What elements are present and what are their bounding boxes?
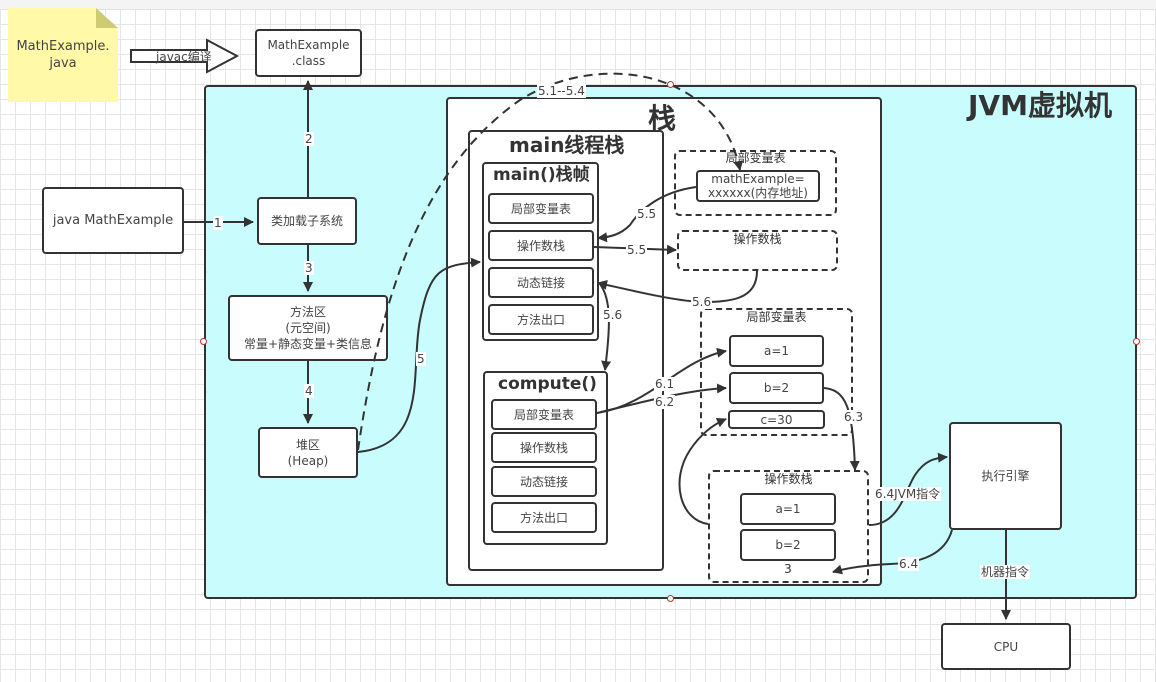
edge-label-5-5-b: 5.5: [626, 243, 648, 257]
note-line-2: java: [49, 56, 77, 71]
edge-label-6-4: 6.4: [898, 557, 920, 571]
main-frame-return[interactable]: 方法出口: [488, 304, 594, 335]
compute-local-b[interactable]: b=2: [729, 372, 824, 404]
compute-frame-locals-label: 局部变量表: [513, 407, 574, 422]
edge-label-6-3: 6.3: [843, 410, 865, 424]
compute-frame-operand-label: 操作数栈: [519, 440, 568, 455]
method-area-line-3: 常量+静态变量+类信息: [243, 337, 373, 351]
heap-box[interactable]: 堆区 (Heap): [258, 427, 358, 478]
class-loader-box[interactable]: 类加载子系统: [257, 197, 357, 245]
compute-local-a-label: a=1: [763, 344, 790, 358]
class-loader-label: 类加载子系统: [270, 214, 343, 228]
heap-line-2: (Heap): [287, 453, 329, 468]
class-file-line-2: .class: [291, 54, 326, 68]
operand-b-label: b=2: [775, 538, 801, 552]
main-operand-title: 操作数栈: [733, 232, 782, 246]
edge-label-3: 3: [304, 261, 314, 275]
compute-frame-return-label: 方法出口: [519, 510, 568, 525]
math-example-entry-line-2: xxxxxx(内存地址): [708, 186, 808, 200]
main-frame-locals-label: 局部变量表: [510, 201, 571, 216]
edge-label-6-2: 6.2: [654, 395, 676, 409]
resize-handle-bottom[interactable]: [667, 595, 674, 602]
method-area-line-2: (元空间): [285, 321, 331, 335]
edge-label-4: 4: [304, 384, 314, 398]
main-frame-locals[interactable]: 局部变量表: [488, 193, 594, 224]
edge-label-5: 5: [416, 352, 426, 366]
thread-stack-title: main线程栈: [509, 133, 625, 157]
edge-label-machine-instr: 机器指令: [980, 565, 1031, 579]
launcher-label: java MathExample: [52, 212, 174, 228]
main-frame-operand-label: 操作数栈: [516, 238, 565, 253]
class-file-box[interactable]: MathExample .class: [255, 29, 362, 77]
edge-label-6-4-jvm: 6.4JVM指令: [874, 487, 942, 501]
heap-line-1: 堆区: [295, 437, 320, 452]
edge-label-5-5-a: 5.5: [636, 207, 658, 221]
compute-frame-title: compute(): [498, 374, 597, 394]
execution-engine-label: 执行引擎: [981, 469, 1030, 483]
operand-b[interactable]: b=2: [740, 529, 836, 561]
compute-local-a[interactable]: a=1: [729, 335, 824, 367]
compile-arrow-label: javac编译: [156, 50, 212, 64]
canvas-top-bar: [0, 0, 1156, 10]
math-example-entry[interactable]: mathExample= xxxxxx(内存地址): [696, 170, 820, 202]
main-locals-title: 局部变量表: [725, 151, 786, 165]
main-frame-return-label: 方法出口: [516, 312, 565, 327]
compute-frame-locals[interactable]: 局部变量表: [491, 399, 597, 430]
note-fold-corner: [96, 8, 118, 28]
method-area-box[interactable]: 方法区 (元空间) 常量+静态变量+类信息: [228, 295, 388, 361]
compute-frame-operand-stack[interactable]: 操作数栈: [491, 432, 597, 463]
edge-label-5-1-5-4: 5.1--5.4: [537, 84, 586, 98]
compute-frame-return[interactable]: 方法出口: [491, 502, 597, 533]
resize-handle-right[interactable]: [1133, 338, 1140, 345]
operand-a[interactable]: a=1: [740, 493, 836, 525]
operand-result: 3: [784, 562, 792, 576]
main-frame-operand-stack[interactable]: 操作数栈: [488, 230, 594, 261]
edge-label-5-6-b: 5.6: [602, 308, 624, 322]
math-example-entry-line-1: mathExample=: [711, 172, 805, 186]
compute-local-c-label: c=30: [760, 412, 793, 427]
main-frame-dynamic-label: 动态链接: [516, 275, 565, 290]
cpu-label: CPU: [993, 639, 1019, 654]
compute-operand-title: 操作数栈: [764, 472, 813, 486]
compute-frame-dynamic-link[interactable]: 动态链接: [491, 466, 597, 497]
cpu-box[interactable]: CPU: [941, 623, 1071, 670]
resize-handle-left[interactable]: [200, 338, 207, 345]
note-line-1: MathExample.: [16, 39, 110, 54]
resize-handle-top[interactable]: [667, 81, 674, 88]
compute-frame-dynamic-label: 动态链接: [519, 474, 568, 489]
compute-local-b-label: b=2: [763, 381, 790, 395]
jvm-title: JVM虚拟机: [968, 89, 1112, 122]
execution-engine-box[interactable]: 执行引擎: [949, 422, 1062, 530]
edge-label-5-6-a: 5.6: [691, 295, 713, 309]
operand-a-label: a=1: [775, 502, 801, 516]
compute-locals-title: 局部变量表: [746, 310, 807, 324]
compute-local-c[interactable]: c=30: [728, 410, 825, 429]
main-frame-dynamic-link[interactable]: 动态链接: [488, 267, 594, 298]
edge-label-2: 2: [304, 132, 314, 146]
edge-label-6-1: 6.1: [654, 377, 676, 391]
class-file-line-1: MathExample: [267, 38, 350, 52]
main-frame-title: main()栈帧: [493, 165, 590, 185]
method-area-line-1: 方法区: [289, 305, 326, 319]
launcher-box[interactable]: java MathExample: [42, 187, 184, 254]
edge-label-1: 1: [213, 216, 223, 230]
